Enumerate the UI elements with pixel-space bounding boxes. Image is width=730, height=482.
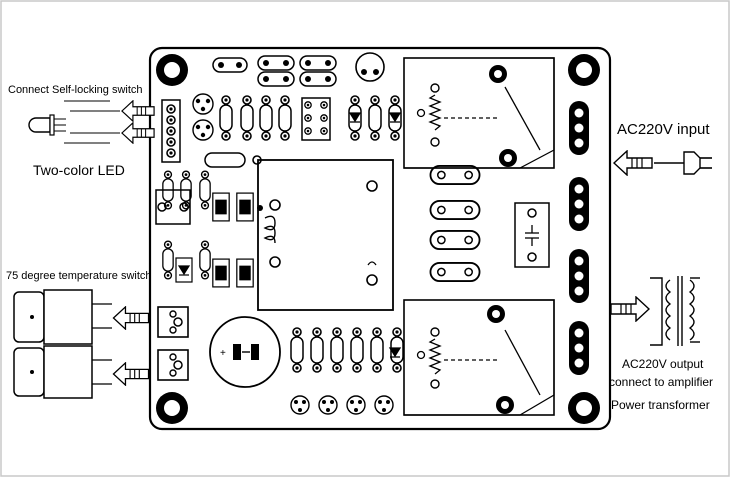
label-two-color-led: Two-color LED	[33, 162, 125, 178]
mounting-hole-bottom-left	[156, 392, 188, 424]
diode-top-1	[348, 112, 362, 123]
large-electrolytic-capacitor: +	[209, 316, 281, 388]
pcb-board-outline	[148, 46, 612, 431]
diode-top-2	[388, 112, 402, 123]
label-power-transformer: Power transformer	[611, 398, 710, 412]
temp-switch-connector-2	[157, 349, 189, 381]
ic-dip-chip	[301, 97, 331, 141]
top-jumpers	[212, 55, 337, 87]
temp-switch-connector-1	[157, 306, 189, 338]
temperature-switch-1	[13, 289, 112, 345]
wire-link	[204, 152, 246, 168]
relay-top	[403, 57, 555, 169]
relay-bottom	[403, 299, 555, 416]
diode-bottom	[388, 347, 402, 358]
diode-left-mid	[175, 257, 193, 283]
led-connection-arrows	[64, 100, 155, 144]
power-plug-icon	[654, 151, 712, 175]
label-connect-amplifier: connect to amplifier	[609, 375, 714, 389]
temperature-switch-2	[13, 345, 112, 399]
transistors-top	[192, 93, 214, 141]
label-ac-output: AC220V output	[622, 357, 704, 371]
power-transformer-icon	[650, 276, 700, 346]
film-capacitor	[514, 202, 550, 268]
small-electrolytic-cap	[355, 52, 385, 82]
svg-text:+: +	[220, 348, 226, 359]
label-temperature-switch: 75 degree temperature switch	[6, 270, 152, 282]
center-transformer-block	[257, 159, 394, 311]
mounting-hole-top-right	[568, 54, 600, 86]
label-self-locking-switch: Connect Self-locking switch	[8, 84, 143, 96]
transistors-bottom	[290, 395, 394, 415]
mounting-hole-bottom-right	[568, 392, 600, 424]
led-switch-header	[161, 99, 181, 163]
label-ac-input: AC220V input	[617, 121, 710, 138]
small-relay-left	[155, 189, 191, 225]
mounting-hole-top-left	[156, 54, 188, 86]
two-color-led-icon	[28, 114, 66, 136]
